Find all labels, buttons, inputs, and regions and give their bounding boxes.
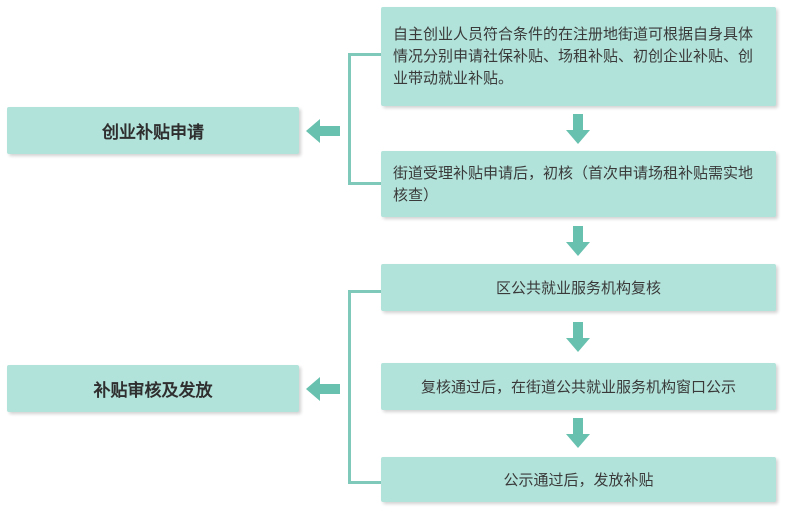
right-step-2-text: 街道受理补贴申请后，初核（首次申请场租补贴需实地核查） (393, 164, 754, 204)
right-step-5-text: 公示通过后，发放补贴 (503, 470, 654, 489)
down-arrow-icon (566, 322, 590, 352)
bracket-connector (348, 53, 382, 185)
bracket-connector (348, 290, 382, 484)
down-arrow-icon (566, 226, 590, 256)
right-step-3: 区公共就业服务机构复核 (381, 264, 776, 311)
right-step-2: 街道受理补贴申请后，初核（首次申请场租补贴需实地核查） (381, 151, 776, 217)
left-step-review-issue-label: 补贴审核及发放 (93, 381, 213, 401)
right-step-1-text: 自主创业人员符合条件的在注册地街道可根据自身具体情况分别申请社保补贴、场租补贴、… (393, 25, 754, 87)
left-arrow-icon (306, 119, 340, 143)
down-arrow-icon (566, 114, 590, 144)
left-step-apply-label: 创业补贴申请 (102, 123, 204, 143)
right-step-5: 公示通过后，发放补贴 (381, 457, 776, 502)
left-step-review-issue: 补贴审核及发放 (7, 365, 299, 412)
left-arrow-icon (306, 377, 340, 401)
right-step-4: 复核通过后，在街道公共就业服务机构窗口公示 (381, 363, 776, 410)
left-step-apply: 创业补贴申请 (7, 107, 299, 154)
right-step-3-text: 区公共就业服务机构复核 (495, 278, 661, 297)
down-arrow-icon (566, 418, 590, 448)
right-step-1: 自主创业人员符合条件的在注册地街道可根据自身具体情况分别申请社保补贴、场租补贴、… (381, 7, 776, 106)
right-step-4-text: 复核通过后，在街道公共就业服务机构窗口公示 (420, 377, 736, 396)
